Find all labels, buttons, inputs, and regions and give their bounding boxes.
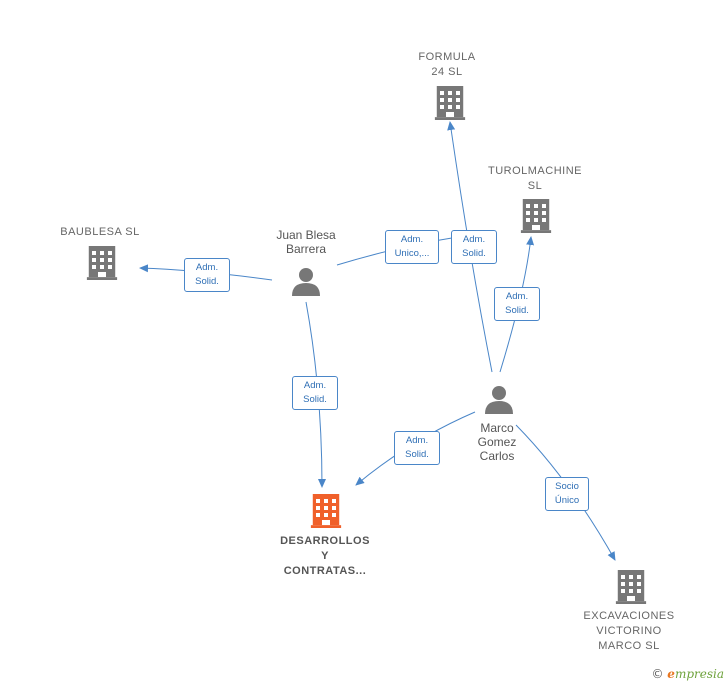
edge-label-line: Solid. [303, 394, 327, 405]
building-icon-main [310, 494, 342, 528]
node-label-line: BAUBLESA SL [60, 226, 140, 238]
node-label-line: Juan Blesa [276, 228, 336, 242]
edge-label-marco-desarrollos[interactable]: Adm. Solid. [394, 431, 440, 465]
edge-label-line: Adm. [303, 380, 327, 391]
edge-label-line: Solid. [195, 276, 219, 287]
node-label-line: Y [321, 550, 329, 562]
node-formula[interactable]: FORMULA 24 SL [410, 50, 484, 80]
edge-label-juan-desarrollos[interactable]: Adm. Solid. [292, 376, 338, 410]
person-icon [485, 386, 513, 414]
person-icon [292, 268, 320, 296]
edge-label-line: Único [554, 495, 580, 506]
node-label-line: CONTRATAS... [283, 565, 367, 577]
brand-e: e [667, 667, 675, 681]
edge-label-marco-formula[interactable]: Adm. Solid. [451, 230, 497, 264]
node-label-line: Carlos [479, 449, 515, 463]
edge-label-line: Adm. [405, 435, 429, 446]
node-label-line: Barrera [285, 242, 326, 256]
node-label-line: MARCO SL [598, 640, 660, 652]
node-desarrollos[interactable]: DESARROLLOS Y CONTRATAS... [265, 534, 385, 579]
edge-label-line: Adm. [195, 262, 219, 273]
edge-label-marco-turolmachine[interactable]: Adm. Solid. [494, 287, 540, 321]
empresia-watermark: © empresia [651, 667, 724, 681]
node-turolmachine[interactable]: TUROLMACHINE SL [482, 164, 588, 194]
node-marco-gomez[interactable]: Marco Gomez Carlos [457, 421, 537, 463]
node-label-line: Marco [480, 421, 514, 435]
edge-label-marco-excavaciones[interactable]: Socio Único [545, 477, 589, 511]
node-label-line: 24 SL [431, 66, 463, 78]
node-label-line: FORMULA [418, 51, 476, 63]
edge-label-line: Solid. [505, 305, 529, 316]
edge-label-line: Solid. [462, 248, 486, 259]
building-icon [86, 246, 118, 280]
edge-label-line: Adm. [400, 234, 424, 245]
edge-label-line: Unico,... [394, 248, 430, 259]
node-label-line: EXCAVACIONES [583, 610, 675, 622]
node-label-line: VICTORINO [596, 625, 662, 637]
edge-label-line: Adm. [505, 291, 529, 302]
node-excavaciones[interactable]: EXCAVACIONES VICTORINO MARCO SL [574, 609, 684, 654]
node-label-line: SL [527, 180, 543, 192]
edge-label-line: Socio [555, 481, 579, 492]
edge-label-line: Solid. [405, 449, 429, 460]
node-juan-blesa[interactable]: Juan Blesa Barrera [256, 228, 356, 256]
building-icon [615, 570, 647, 604]
node-label-line: DESARROLLOS [280, 535, 370, 547]
brand-name: mpresia [674, 667, 724, 681]
node-baublesa[interactable]: BAUBLESA SL [50, 225, 150, 240]
edge-label-line: Adm. [462, 234, 486, 245]
node-label-line: Gomez [477, 435, 517, 449]
edge-label-juan-turolmachine[interactable]: Adm. Unico,... [385, 230, 439, 264]
node-label-line: TUROLMACHINE [487, 165, 582, 177]
building-icon [520, 199, 552, 233]
building-icon [434, 86, 466, 120]
copyright-symbol: © [651, 667, 664, 681]
edge-label-juan-baublesa[interactable]: Adm. Solid. [184, 258, 230, 292]
